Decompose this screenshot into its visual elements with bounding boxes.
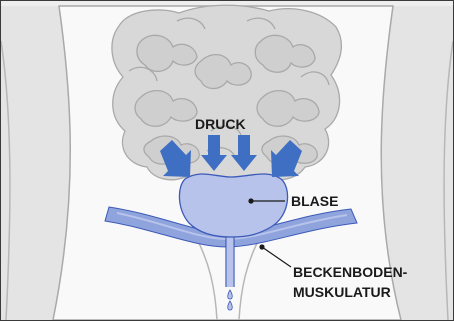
pelvic-floor-label-line1: BECKENBODEN-: [293, 264, 408, 280]
intestines: [112, 5, 341, 184]
pelvic-floor-leader-dot: [259, 244, 264, 249]
pressure-label: DRUCK: [195, 116, 246, 132]
pelvic-floor-label-line2: MUSKULATUR: [293, 284, 391, 300]
bladder-leader-dot: [248, 198, 253, 203]
bladder: [179, 174, 287, 237]
bladder-label: BLASE: [291, 193, 338, 209]
